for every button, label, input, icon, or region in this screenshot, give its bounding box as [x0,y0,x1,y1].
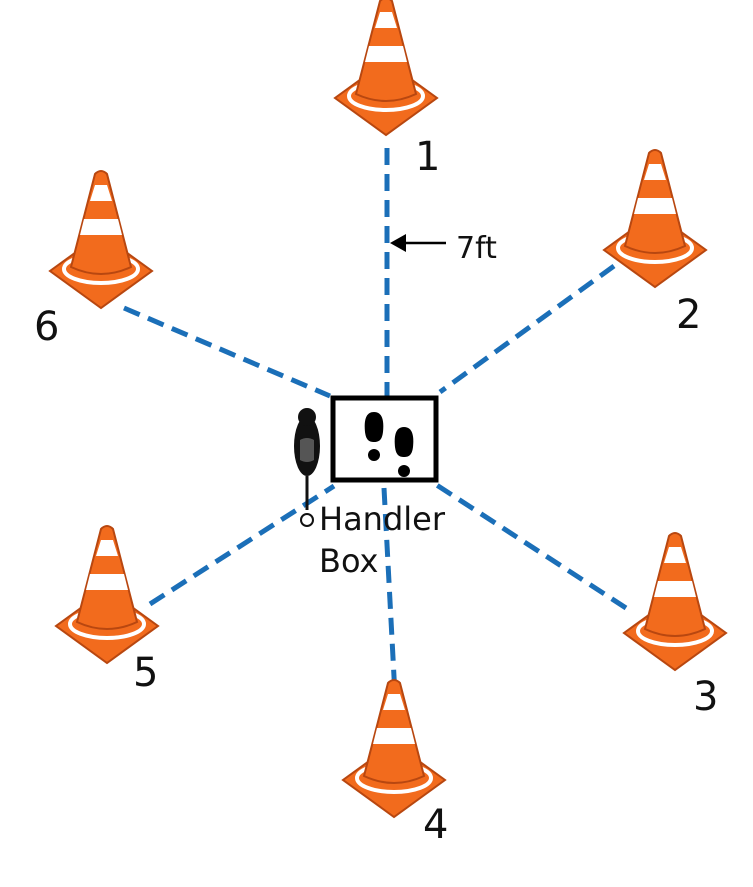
traffic-cone-3 [622,531,728,672]
traffic-cone-6 [48,169,154,310]
cone-label-1: 1 [415,134,440,180]
spoke-line-3 [430,479,628,611]
traffic-cone-2 [602,148,708,289]
spoke-line-5 [148,483,336,607]
spoke-line-2 [438,263,616,395]
spoke-line-6 [123,305,331,399]
cone-label-4: 4 [423,802,448,848]
cone-label-2: 2 [676,292,701,338]
handler-box [330,395,439,483]
cone-label-3: 3 [693,674,718,720]
traffic-cone-5 [54,524,160,665]
footprints-icon [364,412,414,477]
cone-label-5: 5 [133,650,158,696]
handler-box-label-line1: Handler [319,500,446,538]
dog-icon [294,408,320,527]
measurement-label: 7ft [456,231,497,266]
traffic-cone-1 [333,0,439,137]
handler-box-label-line2: Box [319,542,378,580]
measurement-arrow [390,234,446,252]
cone-label-6: 6 [34,304,59,350]
traffic-cone-4 [341,678,447,819]
